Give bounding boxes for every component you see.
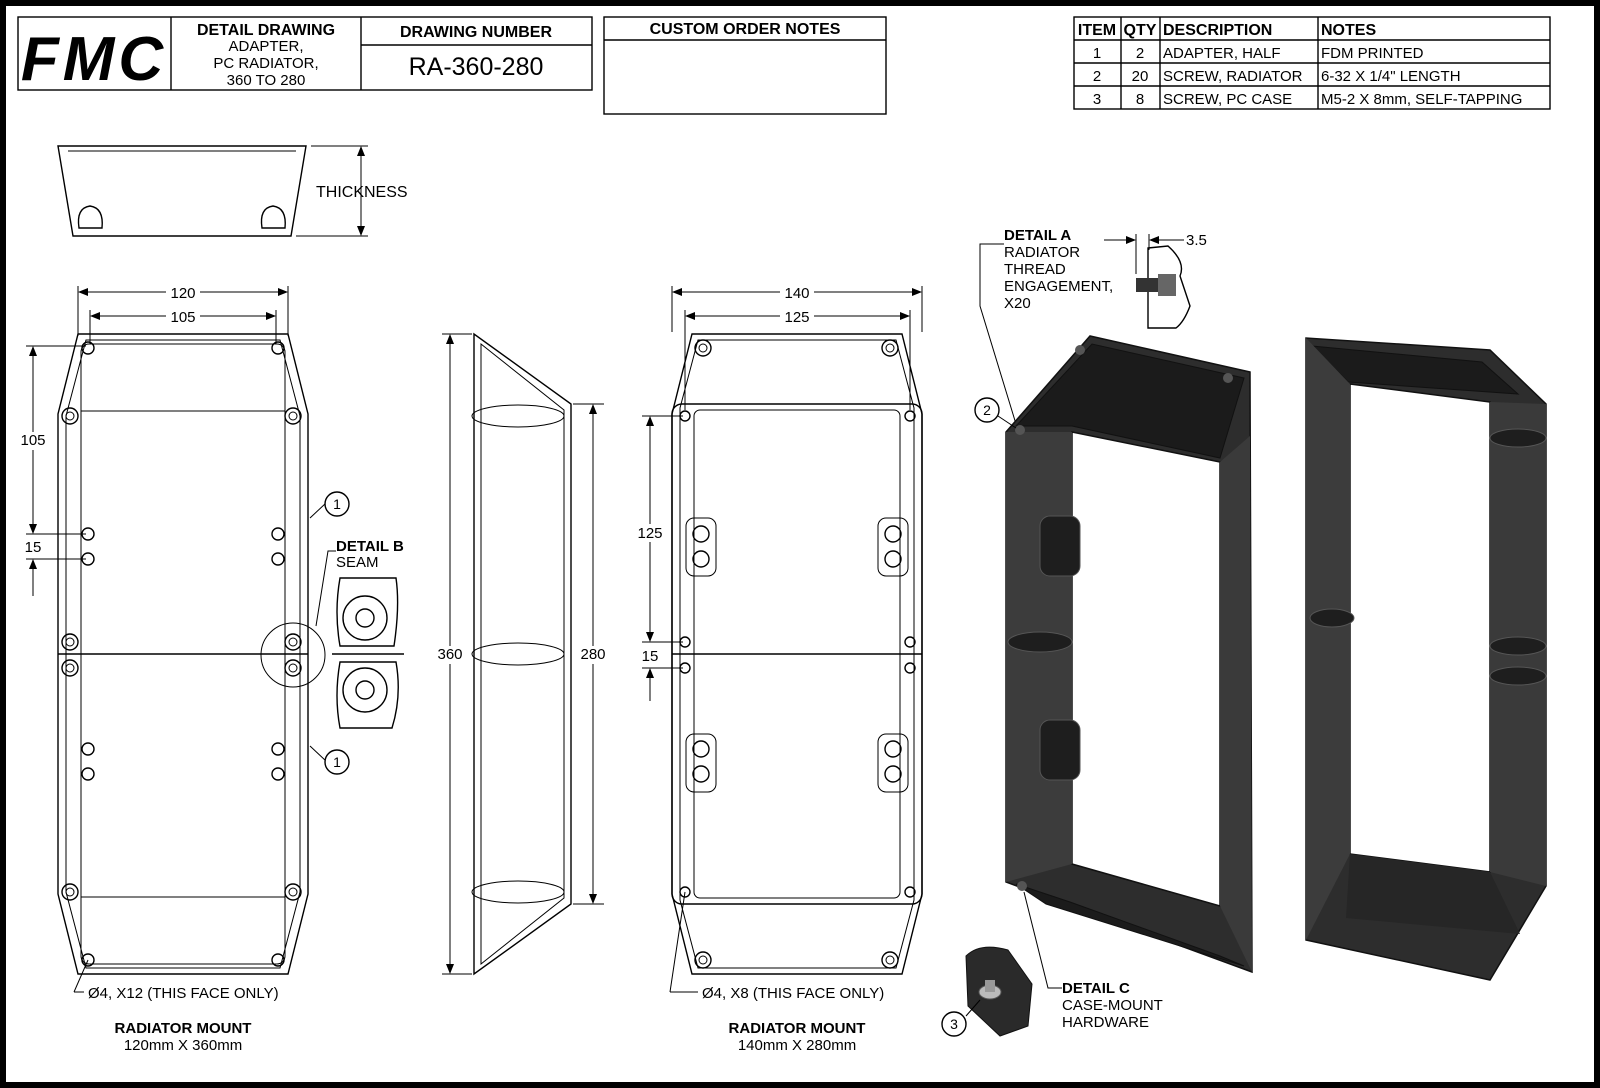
caption-right: RADIATOR MOUNT xyxy=(729,1020,866,1037)
balloon-1-lower xyxy=(324,749,350,775)
bom-cell: M5-2 X 8mm, SELF-TAPPING xyxy=(1321,91,1522,108)
balloon-1-lower-label: 1 xyxy=(333,754,341,770)
drawing-sheet: FMC DETAIL DRAWING ADAPTER, PC RADIATOR,… xyxy=(6,6,1594,1082)
detail-b-sub: SEAM xyxy=(336,554,379,571)
isometric-adapter-front: 2 xyxy=(974,335,1253,974)
detail-a-thread-engagement: DETAIL A RADIATOR THREAD ENGAGEMENT, X20… xyxy=(979,227,1207,425)
dim-width-outer: 120 xyxy=(170,285,195,302)
title-block: FMC DETAIL DRAWING ADAPTER, PC RADIATOR,… xyxy=(17,16,593,94)
drawing-number: RA-360-280 xyxy=(409,53,544,81)
dim-width-inner: 105 xyxy=(170,309,195,326)
detail-c-line-2: HARDWARE xyxy=(1062,1014,1149,1031)
mount-boss xyxy=(1007,345,1233,891)
detail-c-hardware: 3 DETAIL C CASE-MOUNT HARDWARE xyxy=(941,891,1163,1037)
detail-line-1: ADAPTER, xyxy=(228,38,303,55)
dim-vertical-1: 105 xyxy=(20,432,45,449)
bom-cell: SCREW, PC CASE xyxy=(1163,91,1292,108)
bom-header-notes: NOTES xyxy=(1321,22,1376,39)
radiator-mount-120x360: 120 105 105 15 Ø4, X12 (THIS FACE ONLY) … xyxy=(16,283,350,1054)
bom-cell: 2 xyxy=(1093,68,1101,85)
bom-table: ITEM QTY DESCRIPTION NOTES 1 2 ADAPTER, … xyxy=(1073,16,1551,110)
balloon-2 xyxy=(974,397,1000,423)
detail-b-title: DETAIL B xyxy=(336,538,404,555)
custom-notes-label: CUSTOM ORDER NOTES xyxy=(650,21,841,38)
detail-line-2: PC RADIATOR, xyxy=(213,55,318,72)
table-row: 1 2 ADAPTER, HALF FDM PRINTED xyxy=(1093,45,1424,62)
custom-order-notes: CUSTOM ORDER NOTES xyxy=(603,16,887,115)
detail-a-title: DETAIL A xyxy=(1004,227,1071,244)
balloon-1-upper-label: 1 xyxy=(333,496,341,512)
detail-drawing-heading: DETAIL DRAWING xyxy=(197,22,335,39)
table-row: 3 8 SCREW, PC CASE M5-2 X 8mm, SELF-TAPP… xyxy=(1093,91,1523,108)
bom-cell: 8 xyxy=(1136,91,1144,108)
detail-c-title: DETAIL C xyxy=(1062,980,1130,997)
bom-cell: 1 xyxy=(1093,45,1101,62)
thickness-label: THICKNESS xyxy=(316,184,408,201)
logo-text: FMC xyxy=(21,25,167,94)
side-profile-view: 360 280 xyxy=(432,332,611,976)
subcaption-left: 120mm X 360mm xyxy=(124,1037,242,1054)
bom-cell: ADAPTER, HALF xyxy=(1163,45,1281,62)
dim-360: 360 xyxy=(437,646,462,663)
detail-c-line-1: CASE-MOUNT xyxy=(1062,997,1163,1014)
dim-280: 280 xyxy=(580,646,605,663)
hole-note-right: Ø4, X8 (THIS FACE ONLY) xyxy=(702,985,884,1002)
drawing-canvas: FMC DETAIL DRAWING ADAPTER, PC RADIATOR,… xyxy=(16,16,1551,1054)
bom-cell: SCREW, RADIATOR xyxy=(1163,68,1303,85)
caption-left: RADIATOR MOUNT xyxy=(115,1020,252,1037)
bom-cell: 3 xyxy=(1093,91,1101,108)
table-row: 2 20 SCREW, RADIATOR 6-32 X 1/4" LENGTH xyxy=(1093,68,1461,85)
bom-cell: FDM PRINTED xyxy=(1321,45,1424,62)
detail-a-dim: 3.5 xyxy=(1186,232,1207,249)
bom-header-item: ITEM xyxy=(1078,22,1116,39)
detail-line-3: 360 TO 280 xyxy=(227,72,306,89)
isometric-adapter-back xyxy=(1305,337,1547,981)
dim-width-inner-right: 125 xyxy=(784,309,809,326)
dim-vertical-2: 15 xyxy=(25,539,42,556)
radiator-mount-140x280: 140 125 125 15 Ø4, X8 (THIS FACE ONLY) R… xyxy=(632,283,923,1054)
detail-a-line-4: X20 xyxy=(1004,295,1031,312)
subcaption-right: 140mm X 280mm xyxy=(738,1037,856,1054)
bom-cell: 2 xyxy=(1136,45,1144,62)
hole-note-left: Ø4, X12 (THIS FACE ONLY) xyxy=(88,985,279,1002)
detail-a-line-2: THREAD xyxy=(1004,261,1066,278)
balloon-2-label: 2 xyxy=(983,402,991,418)
bom-cell: 6-32 X 1/4" LENGTH xyxy=(1321,68,1461,85)
detail-a-line-3: ENGAGEMENT, xyxy=(1004,278,1113,295)
mount-hole xyxy=(679,339,916,969)
bom-header-description: DESCRIPTION xyxy=(1163,22,1272,39)
drawing-number-label: DRAWING NUMBER xyxy=(400,24,552,41)
dim-width-outer-right: 140 xyxy=(784,285,809,302)
detail-a-line-1: RADIATOR xyxy=(1004,244,1080,261)
detail-b-seam: DETAIL B SEAM xyxy=(315,538,404,729)
dim-vertical-1-right: 125 xyxy=(637,525,662,542)
dim-vertical-2-right: 15 xyxy=(642,648,659,665)
fmc-logo: FMC xyxy=(21,25,167,94)
bom-header-qty: QTY xyxy=(1124,22,1157,39)
balloon-3-label: 3 xyxy=(950,1016,958,1032)
balloon-3 xyxy=(941,1011,967,1037)
balloon-1-upper xyxy=(324,491,350,517)
thickness-view: THICKNESS xyxy=(57,145,408,237)
bom-cell: 20 xyxy=(1132,68,1149,85)
